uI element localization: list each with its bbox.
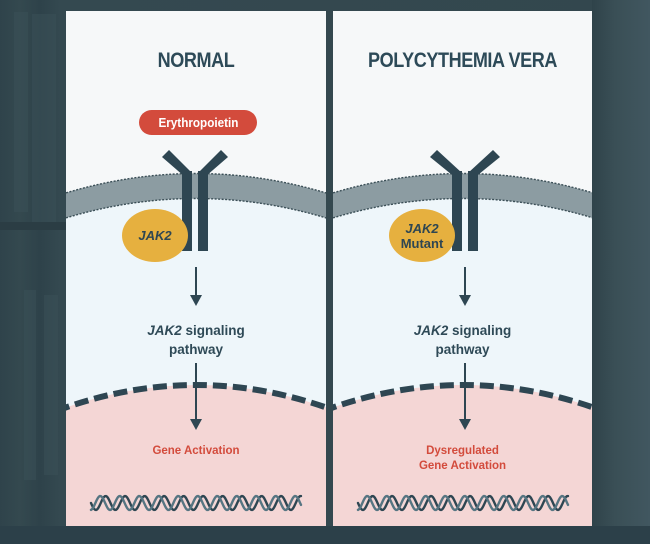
jak2-label: JAK2 [138,228,172,243]
background-bottom-band [0,526,650,544]
nucleus-region [66,385,326,526]
receptor-stem-left [452,171,462,251]
cell-membrane [333,173,592,218]
receptor-stem-right [468,171,478,251]
nucleus-region [333,385,592,526]
nuclear-envelope [333,382,592,411]
epo-receptor [430,150,500,251]
arrow-to-pathway [190,267,202,306]
receptor-stem-left [182,171,192,251]
background-book [14,12,28,212]
arrow-to-gene [459,363,471,430]
signaling-pathway-label: JAK2 signaling pathway [413,323,512,357]
receptor-arm-left [430,150,462,183]
panel-title: NORMAL [157,49,235,72]
background-book [32,14,56,224]
erythropoietin-label: Erythropoietin [139,110,257,135]
receptor-arm-left [162,150,192,183]
arrow-to-gene [190,363,202,430]
panel-normal: NORMAL Erythropoietin JAK2 JAK2 signalin… [66,11,326,526]
background-shelf [0,222,66,230]
gene-activation-label: Gene Activation [152,445,240,457]
background-right-edge [592,0,650,544]
panel-polycythemia-vera: POLYCYTHEMIA VERA JAK2 Mutant JAK2 signa… [333,11,592,526]
dna-helix [356,494,570,512]
cell-diagram-pv [333,150,592,526]
arrow-to-pathway [459,267,471,306]
background-book [24,290,36,480]
epo-receptor [162,150,228,251]
jak2-mutant-kinase: JAK2 Mutant [389,209,455,262]
jak2-kinase: JAK2 [122,209,188,262]
receptor-arm-right [468,150,500,183]
background-book [44,295,58,475]
receptor-stem-right [198,171,208,251]
jak2-label: JAK2 [405,220,439,236]
dna-helix [89,494,303,512]
cell-membrane [66,173,326,218]
cell-diagram-normal [66,150,326,526]
panel-title: POLYCYTHEMIA VERA [367,49,558,72]
dysregulated-gene-activation-label: Dysregulated Gene Activation [418,445,507,472]
mutant-label: Mutant [400,235,444,251]
signaling-pathway-label: JAK2 signaling pathway [147,323,245,357]
receptor-arm-right [198,150,228,183]
